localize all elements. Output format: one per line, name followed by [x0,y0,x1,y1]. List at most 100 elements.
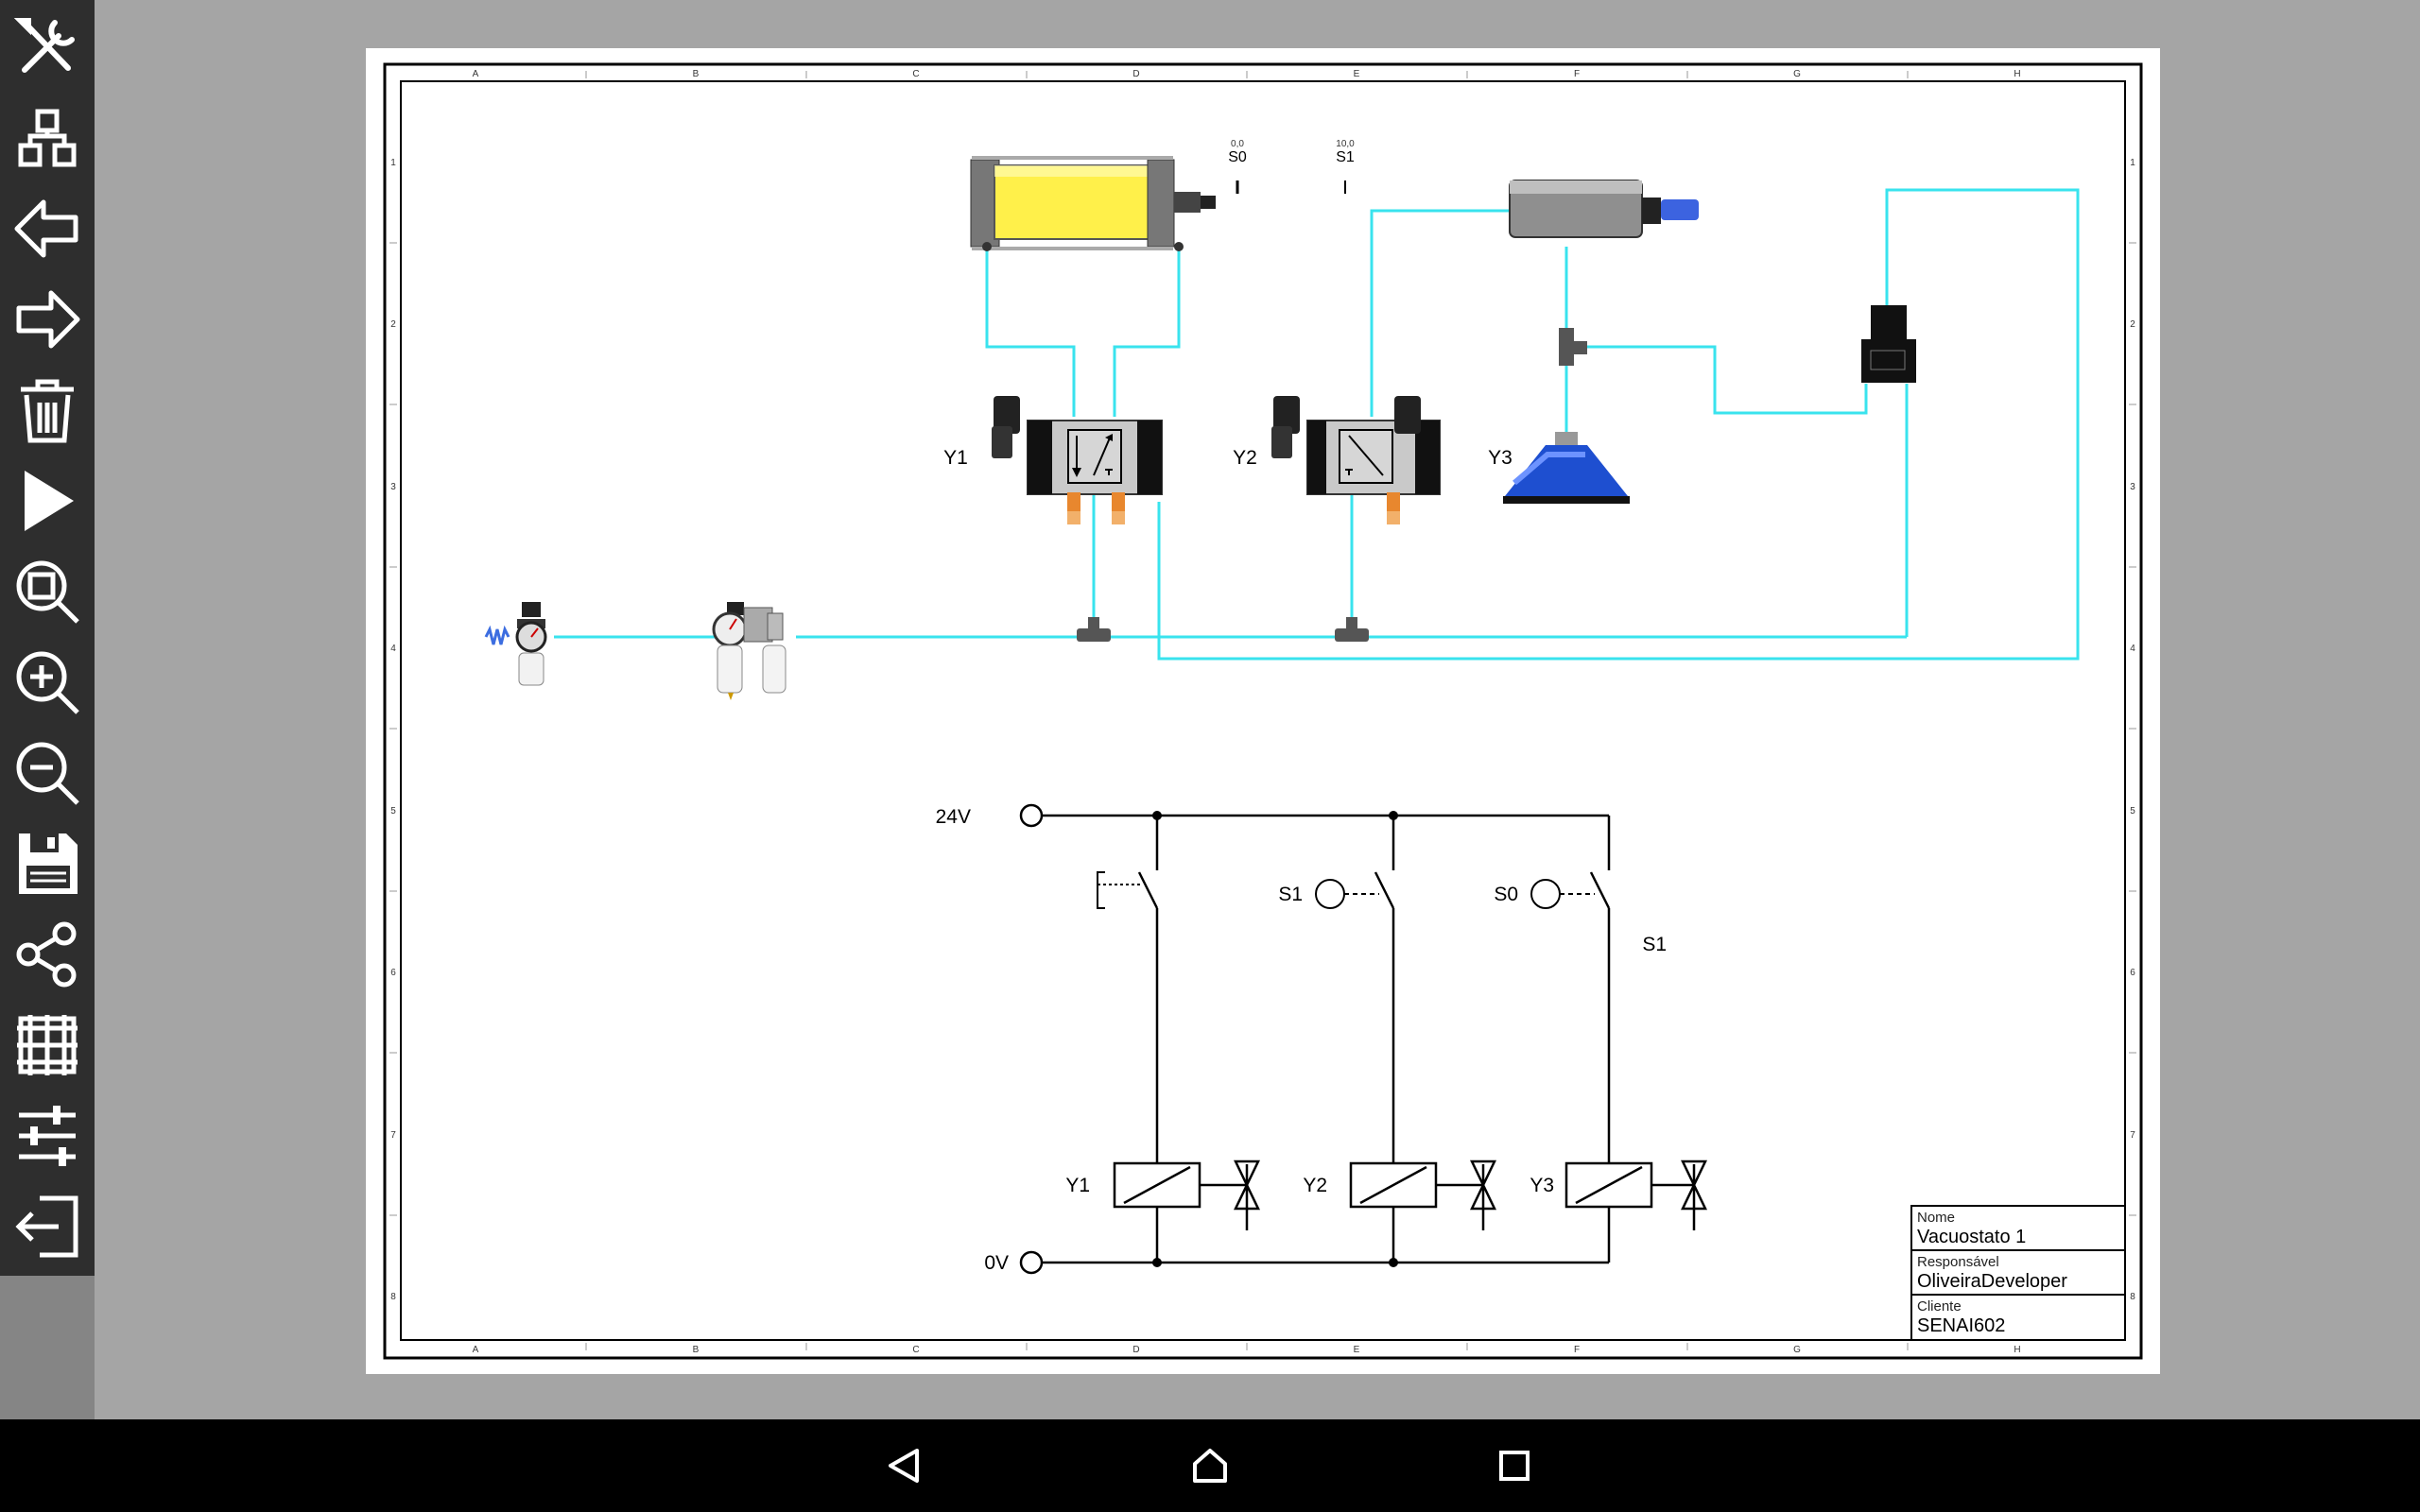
inner-frame [400,80,2126,1341]
solenoid-valve-y2[interactable]: Y2 [1233,396,1441,524]
connect-button[interactable] [0,93,95,183]
title-name-value: Vacuostato 1 [1917,1227,2026,1247]
ground-0v-label: 0V [984,1252,1009,1274]
title-name-label: Nome [1917,1210,1955,1226]
spring-icon [484,625,510,645]
row-label: 4 [2130,644,2135,654]
suction-cup[interactable] [1503,432,1630,504]
save-button[interactable] [0,818,95,909]
row-label: 7 [2130,1130,2135,1141]
zoom-in-button[interactable] [0,637,95,728]
col-label: B [693,1345,700,1355]
col-label: A [473,1345,479,1355]
switch-s0-label[interactable]: S0 [1494,884,1518,905]
vacuum-switch[interactable] [1861,305,1916,383]
col-label: B [693,69,700,79]
row-labels-right: 1 2 3 4 5 6 7 8 [2130,158,2135,1302]
home-icon [1193,1449,1227,1483]
svg-text:S1: S1 [1336,149,1355,165]
left-toolbar [0,0,95,1276]
tee-fitting-1 [1077,617,1111,642]
share-button[interactable] [0,909,95,1000]
coil-y2-label: Y2 [1303,1175,1327,1196]
tee-fitting-2 [1335,617,1369,642]
electrical-diagram: 24V 0V Y1 S1 Y2 [936,803,1707,1275]
title-responsible-label: Responsável [1917,1254,1999,1270]
recents-icon [1499,1451,1530,1481]
svg-text:0,0: 0,0 [1231,139,1244,149]
vacuum-generator[interactable] [1509,180,1699,238]
svg-text:S0: S0 [1228,149,1247,165]
column-ticks [389,71,2136,1350]
col-label: E [1354,69,1360,79]
row-label: 8 [390,1292,396,1302]
redo-arrow-icon [16,290,80,349]
tools-button[interactable] [0,2,95,93]
row-label: 4 [390,644,396,654]
grid-icon [17,1015,78,1075]
pneumatic-cylinder[interactable] [970,156,1216,251]
col-label: C [912,1345,919,1355]
svg-text:10,0: 10,0 [1336,139,1355,149]
title-client-label: Cliente [1917,1298,1962,1314]
system-navigation-bar [0,1419,2420,1512]
outer-frame [383,62,2143,1360]
col-label: E [1354,1345,1360,1355]
row-label: 1 [2130,158,2135,168]
redo-button[interactable] [0,274,95,365]
settings-sliders-icon [19,1106,76,1166]
row-label: 7 [390,1130,396,1141]
pressure-regulator[interactable] [484,602,547,686]
row-label: 8 [2130,1292,2135,1302]
share-icon [16,921,77,988]
save-icon [19,833,78,894]
sensor-s1[interactable]: 10,0 S1 [1336,139,1355,194]
toolbar-empty-area [0,1276,95,1419]
zoom-fit-button[interactable] [0,546,95,637]
row-label: 3 [390,482,396,492]
col-label: G [1793,69,1801,79]
drawing-sheet[interactable]: A B C D E F G H A B C D E F G H 1 2 3 4 … [366,48,2160,1374]
settings-button[interactable] [0,1091,95,1181]
exit-button[interactable] [0,1181,95,1272]
undo-arrow-icon [14,199,78,258]
filter-regulator-lubricator[interactable] [712,602,786,700]
play-icon [25,471,74,531]
zoom-in-icon [16,651,79,714]
row-label: 1 [390,158,396,168]
switch-s1-label: S1 [1642,934,1667,955]
row-label: 5 [2130,806,2135,816]
zoom-fit-icon [16,560,79,624]
recents-button[interactable] [1478,1429,1551,1503]
connect-icon [18,109,77,167]
title-client-value: SENAI602 [1917,1315,2005,1336]
simulate-button[interactable] [0,455,95,546]
row-label: 6 [390,968,396,978]
trash-icon [21,379,74,443]
supply-24v-label: 24V [936,806,971,828]
col-label: A [473,69,479,79]
column-labels-bottom: A B C D E F G H [473,1345,2021,1355]
col-label: F [1574,69,1580,79]
vacuum-tee [1559,328,1587,366]
supply-terminal [1019,803,1044,828]
delete-button[interactable] [0,365,95,455]
undo-button[interactable] [0,183,95,274]
switch-s1-label[interactable]: S1 [1278,884,1303,905]
tools-icon [13,18,75,73]
row-label: 6 [2130,968,2135,978]
row-label: 2 [390,319,396,330]
valve-y3-label: Y3 [1488,447,1512,469]
row-label: 3 [2130,482,2135,492]
grid-button[interactable] [0,1000,95,1091]
col-label: H [2014,69,2020,79]
col-label: C [912,69,919,79]
title-block: Nome Vacuostato 1 Responsável OliveiraDe… [1910,1205,2126,1341]
column-labels-top: A B C D E F G H [473,69,2021,79]
zoom-out-button[interactable] [0,728,95,818]
home-button[interactable] [1173,1429,1247,1503]
back-button[interactable] [867,1429,941,1503]
col-label: H [2014,1345,2020,1355]
solenoid-valve-y1[interactable]: Y1 [943,396,1163,524]
sensor-s0[interactable]: 0,0 S0 [1228,139,1247,194]
